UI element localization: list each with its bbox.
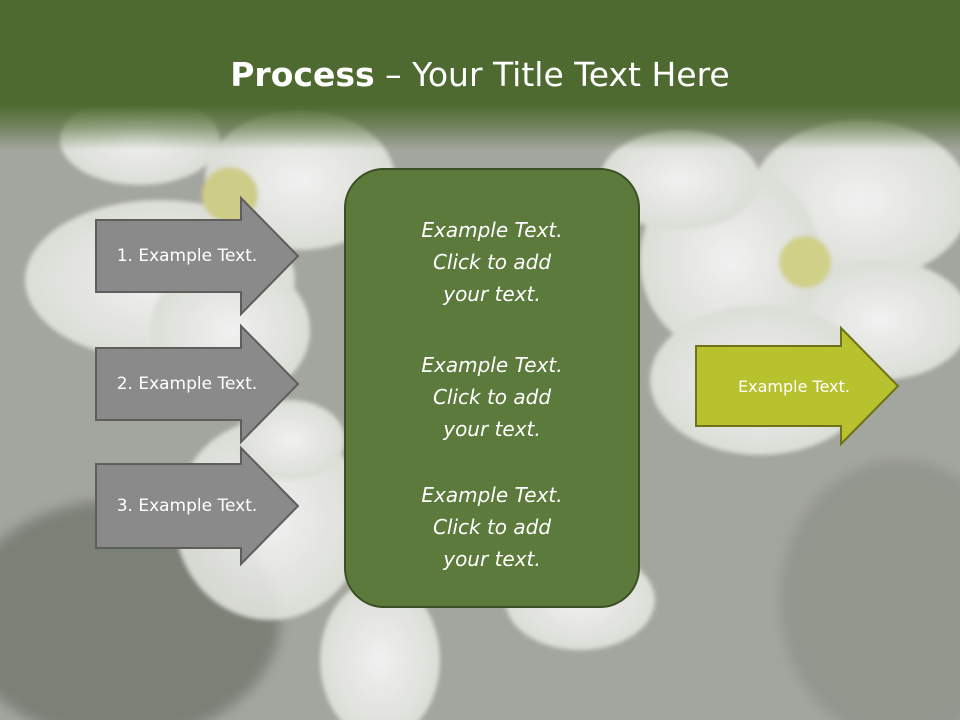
center-item-3-line1: Example Text. — [421, 483, 563, 507]
center-item-1-line1: Example Text. — [421, 218, 563, 242]
center-item-1-line2: Click to add — [432, 250, 552, 274]
output-arrow-label: Example Text. — [738, 376, 850, 396]
title-band — [0, 0, 960, 150]
center-item-3-line2: Click to add — [432, 515, 552, 539]
center-item-3-line3: your text. — [443, 547, 541, 571]
slide-title-bold: Process — [230, 55, 375, 94]
step-arrow-2-label: 2. Example Text. — [116, 374, 258, 394]
step-arrow-1-shape — [95, 195, 300, 317]
center-item-2: Example Text. Click to add your text. — [346, 349, 638, 445]
center-item-2-line1: Example Text. — [421, 353, 563, 377]
step-arrow-3-shape — [95, 445, 300, 567]
center-process-box[interactable]: Example Text. Click to add your text. Ex… — [344, 168, 640, 608]
center-item-1: Example Text. Click to add your text. — [346, 214, 638, 310]
step-arrow-3-label: 3. Example Text. — [116, 496, 258, 516]
slide-title: Process – Your Title Text Here — [0, 52, 960, 98]
step-arrow-2[interactable]: 2. Example Text. — [95, 323, 300, 445]
step-arrow-1-label: 1. Example Text. — [116, 246, 258, 266]
center-item-3: Example Text. Click to add your text. — [346, 479, 638, 575]
step-arrow-3[interactable]: 3. Example Text. — [95, 445, 300, 567]
slide-title-rest: – Your Title Text Here — [374, 55, 730, 94]
center-item-2-line3: your text. — [443, 417, 541, 441]
output-arrow[interactable]: Example Text. — [695, 325, 900, 447]
step-arrow-2-shape — [95, 323, 300, 445]
output-arrow-shape — [695, 325, 900, 447]
center-item-1-line3: your text. — [443, 282, 541, 306]
step-arrow-1[interactable]: 1. Example Text. — [95, 195, 300, 317]
center-item-2-line2: Click to add — [432, 385, 552, 409]
